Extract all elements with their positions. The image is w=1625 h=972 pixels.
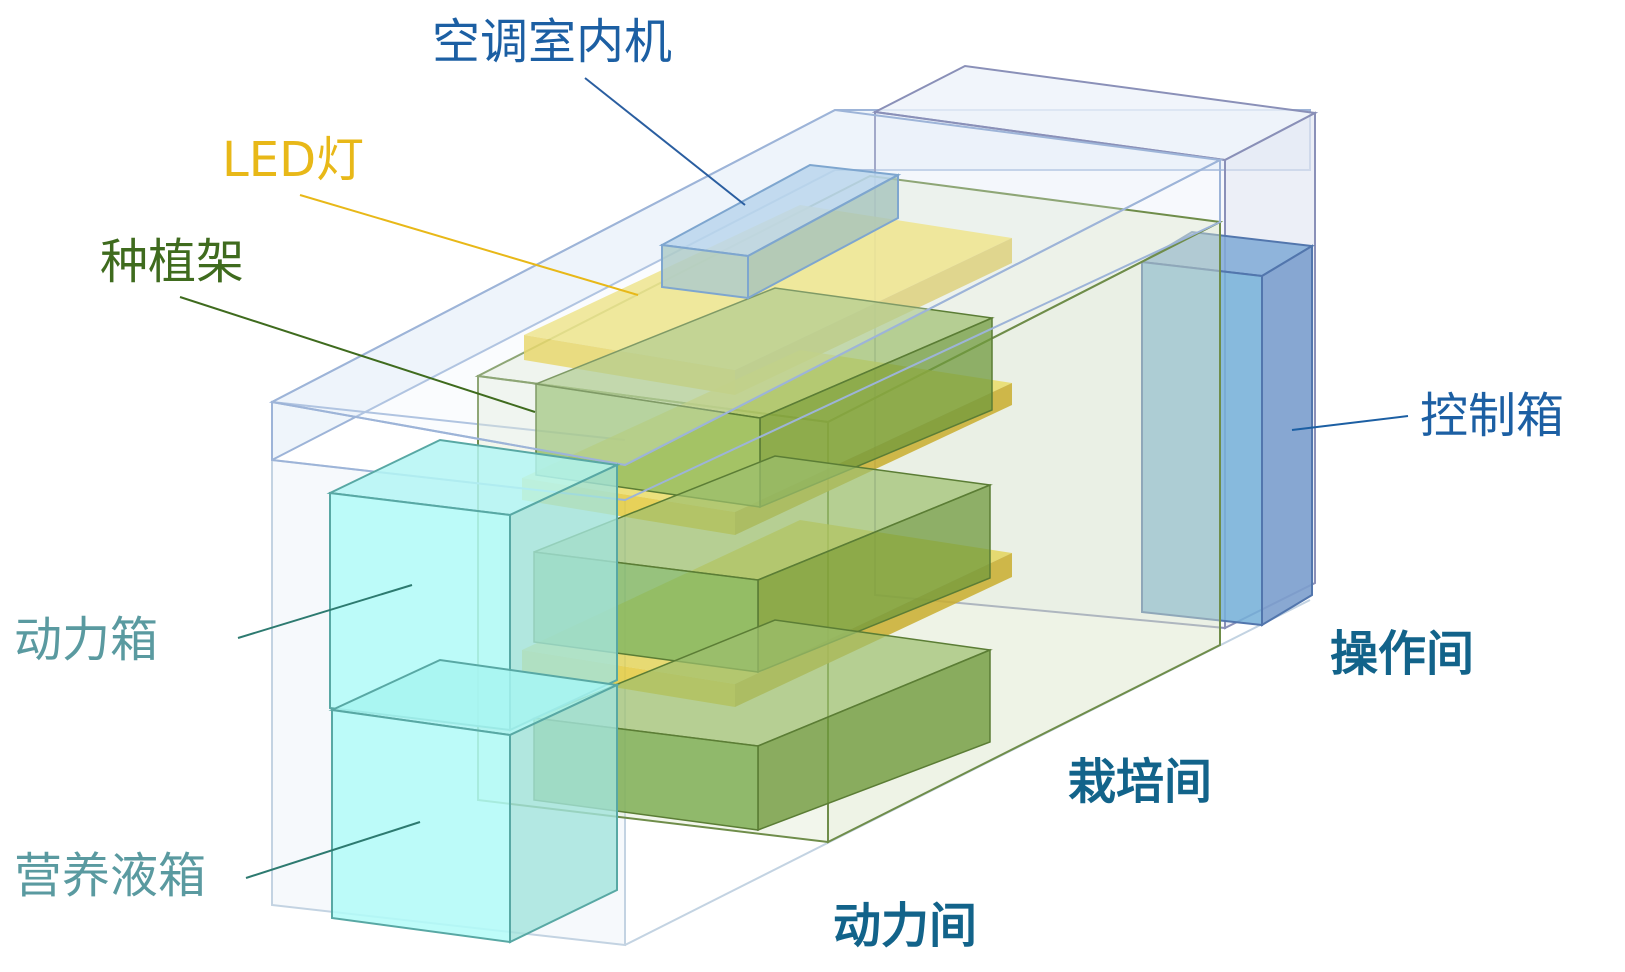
control-box-leader xyxy=(1291,415,1409,431)
ac-indoor-unit xyxy=(658,163,902,300)
nutrient-tank-label: 营养液箱 xyxy=(14,848,207,904)
operation-room-label: 操作间 xyxy=(1330,626,1475,682)
container-top-rim xyxy=(271,158,1221,502)
nutrient-tank-leader xyxy=(245,821,421,879)
led-leader xyxy=(299,194,639,296)
ac-indoor-unit-label: 空调室内机 xyxy=(432,14,673,70)
power-box-leader xyxy=(237,584,413,639)
cultivation-room-label: 栽培间 xyxy=(1068,754,1213,810)
power-room-label: 动力间 xyxy=(833,898,978,954)
nutrient-tank xyxy=(328,658,621,944)
power-box-label: 动力箱 xyxy=(14,612,159,668)
rack-leader xyxy=(179,296,536,413)
control-box xyxy=(1138,230,1316,627)
planting-racks xyxy=(531,287,995,832)
planting-rack-label: 种植架 xyxy=(100,234,245,290)
ac-unit-leader xyxy=(584,77,746,206)
control-box-label: 控制箱 xyxy=(1420,388,1565,444)
led-light-label: LED灯 xyxy=(222,132,365,188)
